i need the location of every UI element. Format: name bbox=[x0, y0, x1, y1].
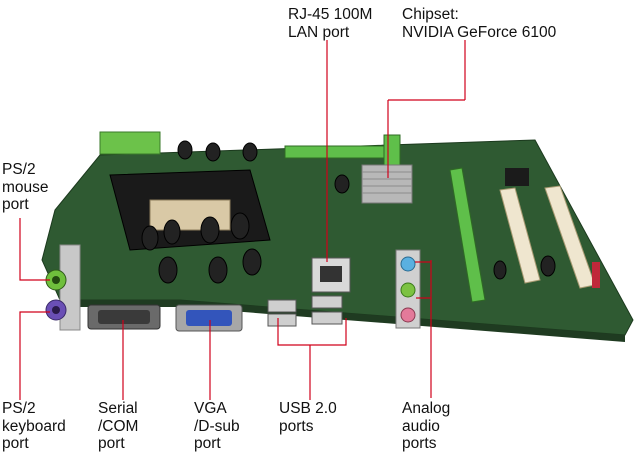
label-chipset: Chipset: NVIDIA GeForce 6100 bbox=[402, 6, 557, 41]
chipset-heatsink bbox=[361, 164, 413, 204]
usb-port-3 bbox=[311, 295, 343, 309]
label-serial: Serial /COM port bbox=[98, 400, 139, 452]
pcie-slot bbox=[449, 167, 486, 303]
red-header bbox=[592, 262, 600, 288]
pci-slot-1 bbox=[499, 187, 541, 284]
audio-mic bbox=[400, 307, 416, 323]
bios-chip bbox=[505, 168, 529, 186]
atx-connector bbox=[99, 131, 161, 155]
label-rj45: RJ-45 100M LAN port bbox=[288, 6, 373, 41]
label-audio: Analog audio ports bbox=[402, 400, 451, 452]
ps2-mouse-callout-line bbox=[19, 218, 50, 281]
audio-line-in bbox=[400, 256, 416, 272]
capacitors bbox=[141, 140, 556, 284]
label-ps2-mouse: PS/2 mouse port bbox=[2, 161, 49, 213]
usb-callout-line bbox=[277, 318, 347, 346]
top-slot bbox=[284, 145, 396, 159]
usb-port-2 bbox=[267, 313, 297, 327]
ps2-keyboard-callout-line bbox=[19, 311, 50, 400]
usb-port-1 bbox=[267, 299, 297, 313]
label-usb: USB 2.0 ports bbox=[279, 400, 337, 435]
callout-lines bbox=[19, 40, 466, 400]
audio-line-out bbox=[400, 282, 416, 298]
label-ps2-keyboard: PS/2 keyboard port bbox=[2, 400, 66, 452]
usb-port-4 bbox=[311, 311, 343, 325]
label-vga: VGA /D-sub port bbox=[194, 400, 240, 452]
pcb-edge bbox=[60, 300, 625, 342]
